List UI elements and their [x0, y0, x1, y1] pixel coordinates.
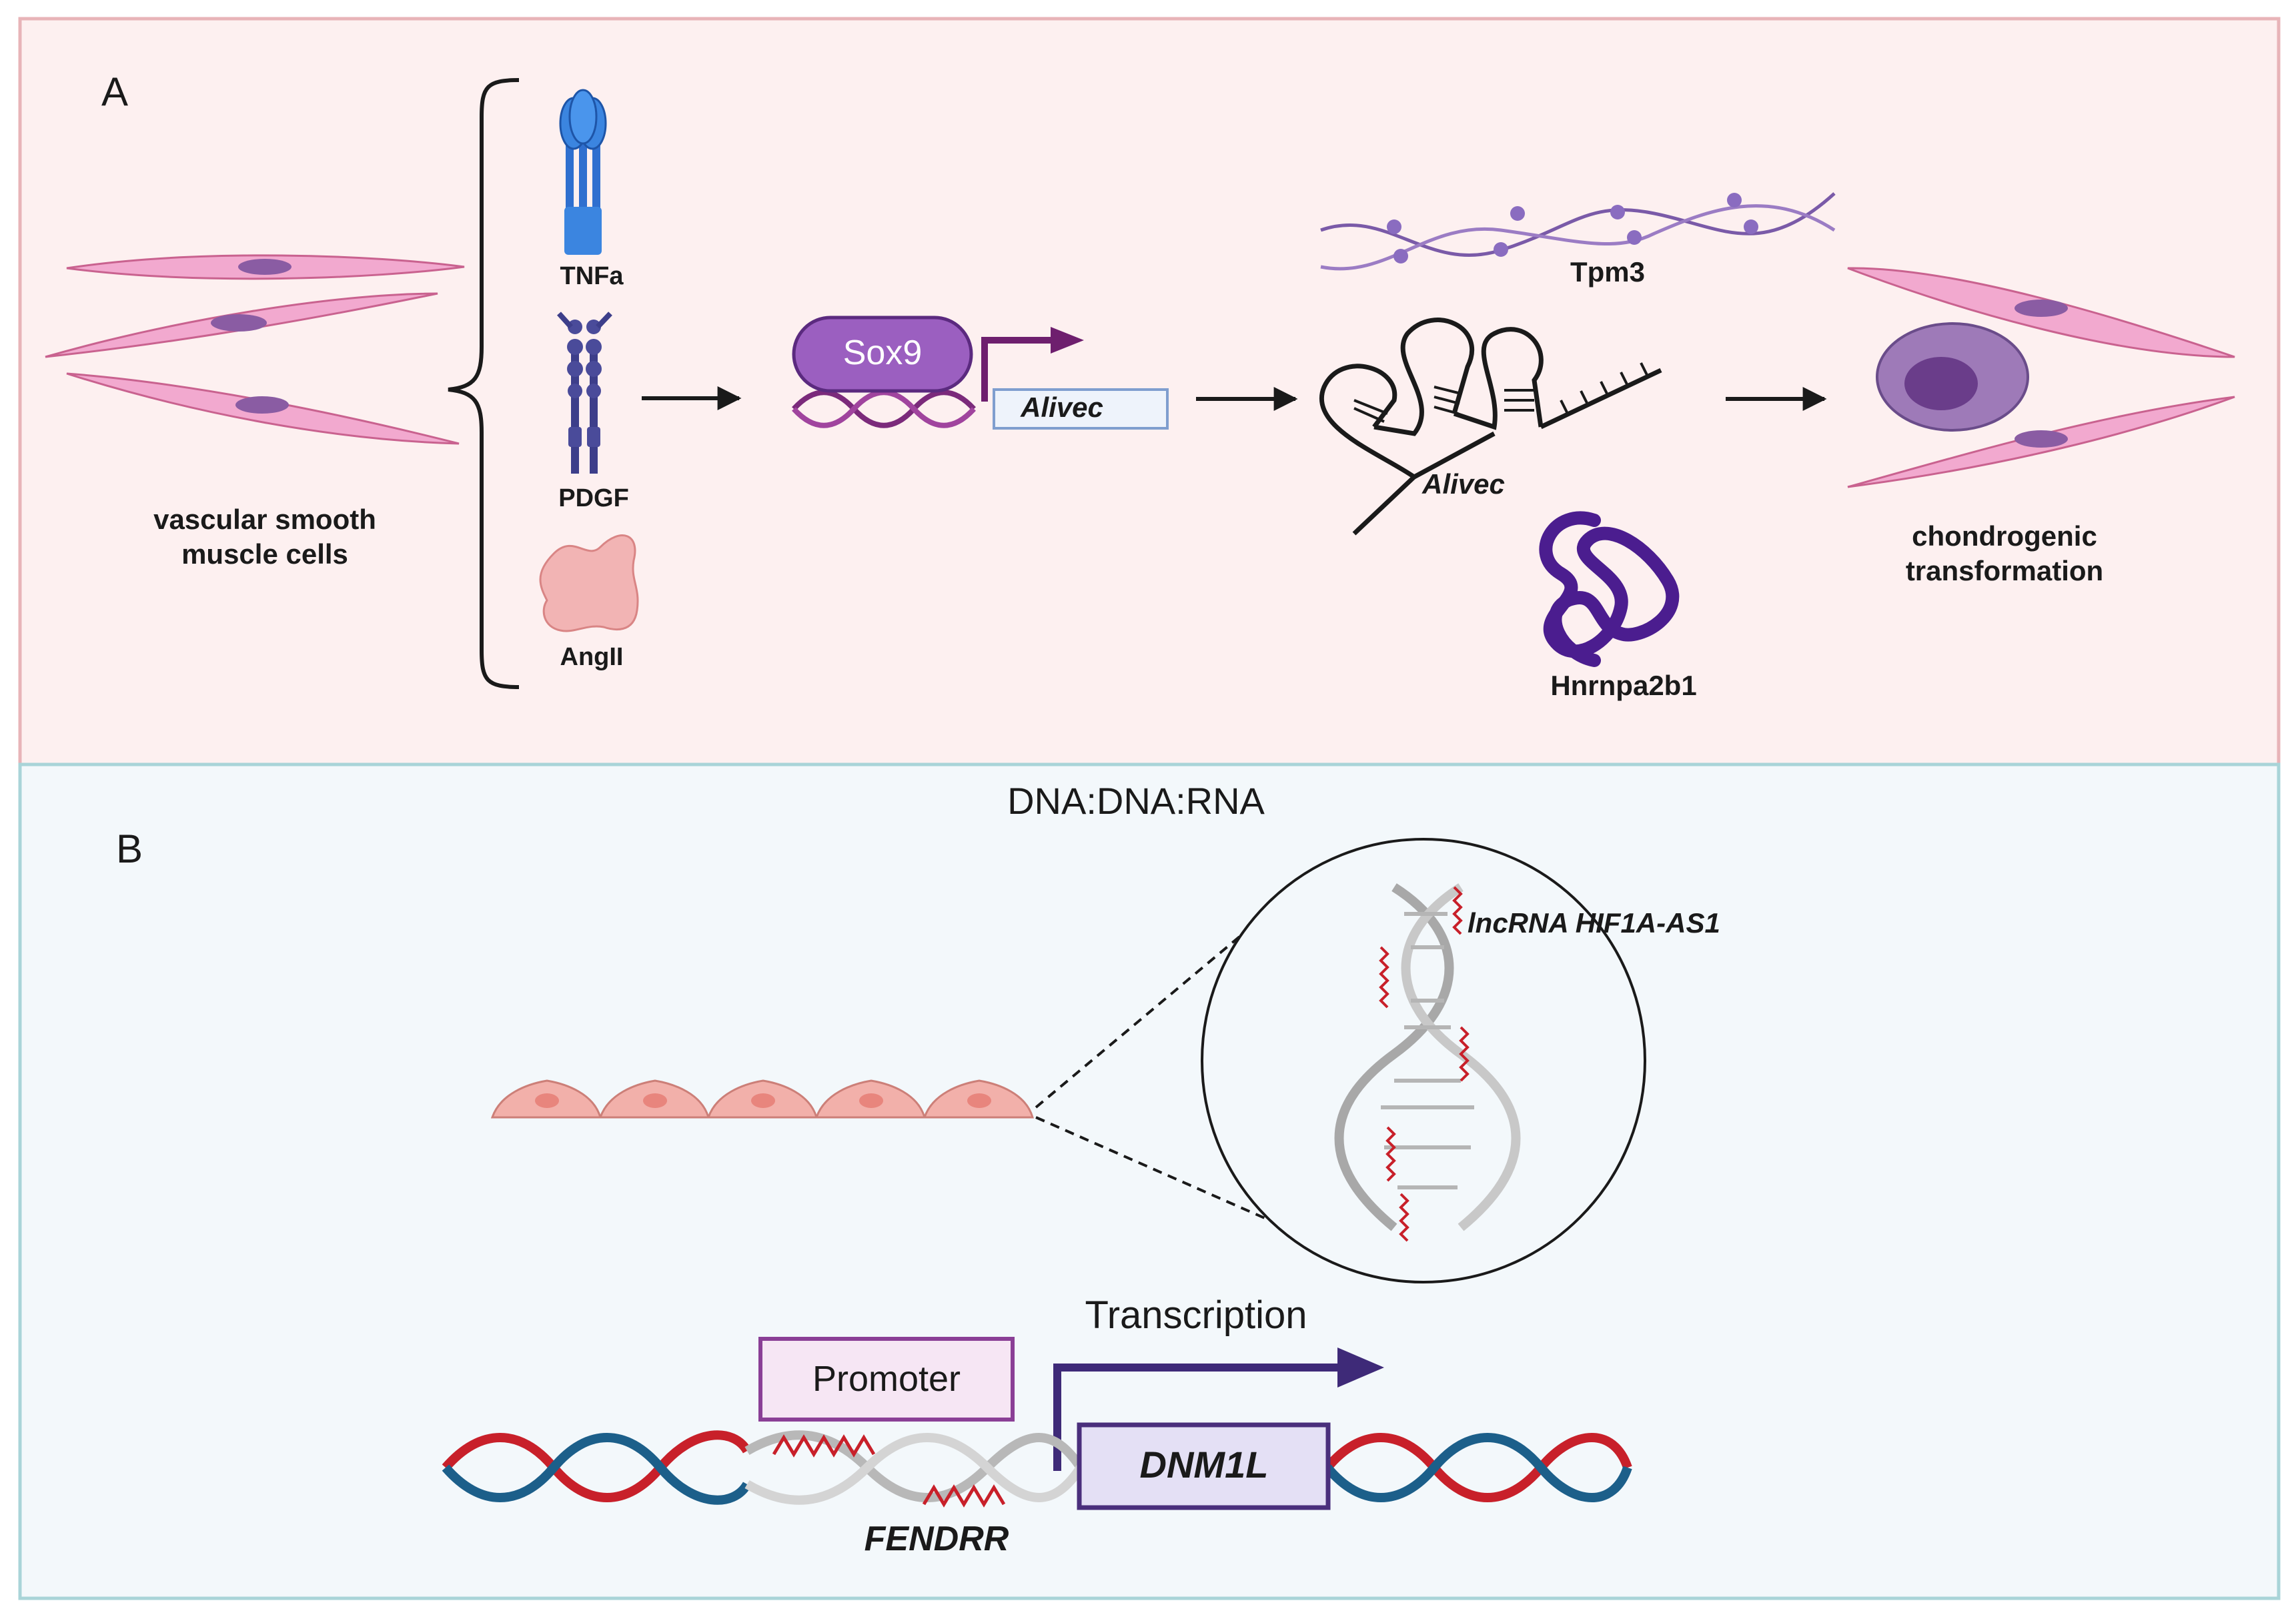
pdgf-receptor-icon	[557, 312, 612, 474]
transcription-arrowhead	[1337, 1348, 1384, 1388]
vsmc-label-line2: muscle cells	[181, 538, 348, 570]
tpm3-filament	[1320, 192, 1836, 271]
alivec-rna-label: Alivec	[1421, 468, 1505, 500]
vsmc-cells	[45, 254, 465, 445]
fendrr-rna-strand-top	[772, 1434, 876, 1458]
tnfa-label: TNFa	[560, 262, 624, 290]
tpm3-label: Tpm3	[1570, 256, 1645, 288]
panel-b: DNA:DNA:RNA B	[18, 762, 2281, 1600]
dnm1l-label: DNM1L	[1140, 1444, 1269, 1486]
transcription-label: Transcription	[1085, 1293, 1307, 1337]
sox9-promoter-arrow	[981, 337, 1054, 402]
panel-b-title: DNA:DNA:RNA	[1007, 780, 1265, 822]
vsmc-label-line1: vascular smooth	[153, 504, 376, 535]
gene-dna-helix	[442, 1430, 1632, 1505]
lncrna-label: lncRNA HIF1A-AS1	[1468, 907, 1720, 939]
fendrr-rna-strand-bottom	[922, 1484, 1006, 1508]
outcome-label-line1: chondrogenic	[1912, 520, 2097, 552]
dnm1l-gene-box	[1077, 1422, 1331, 1510]
panel-b-letter: B	[116, 827, 143, 871]
fendrr-label: FENDRR	[865, 1520, 1009, 1558]
stimuli-brace	[448, 78, 520, 689]
angii-label: AngII	[560, 643, 624, 671]
outcome-label-line2: transformation	[1906, 555, 2103, 586]
pdgf-label: PDGF	[558, 484, 629, 512]
promoter-label: Promoter	[812, 1359, 961, 1399]
sox9-protein	[792, 316, 973, 393]
hnrnpa2b1-icon	[1539, 511, 1680, 667]
alivec-gene-box	[993, 388, 1169, 430]
angii-icon	[539, 534, 639, 632]
chondrogenic-cells	[1847, 267, 2235, 488]
alivec-rna-structure	[1319, 318, 1662, 536]
triplex-helix	[1334, 883, 1521, 1242]
endothelial-cell-row	[490, 1079, 1034, 1119]
promoter-box	[758, 1337, 1015, 1422]
alivec-gene-label: Alivec	[1020, 392, 1103, 423]
sox9-arrowhead	[1051, 327, 1084, 354]
hnrnpa2b1-label: Hnrnpa2b1	[1550, 670, 1696, 701]
sox9-label: Sox9	[843, 334, 923, 372]
panel-a-letter: A	[101, 69, 128, 114]
zoom-line-bottom	[1035, 1116, 1271, 1222]
zoom-circle	[1201, 838, 1646, 1283]
tnfa-receptor-icon	[559, 89, 607, 255]
transcription-arrow	[1053, 1364, 1347, 1471]
zoom-line-top	[1035, 933, 1244, 1109]
panel-a: A vascular smooth muscle cells TNFa	[18, 17, 2281, 766]
